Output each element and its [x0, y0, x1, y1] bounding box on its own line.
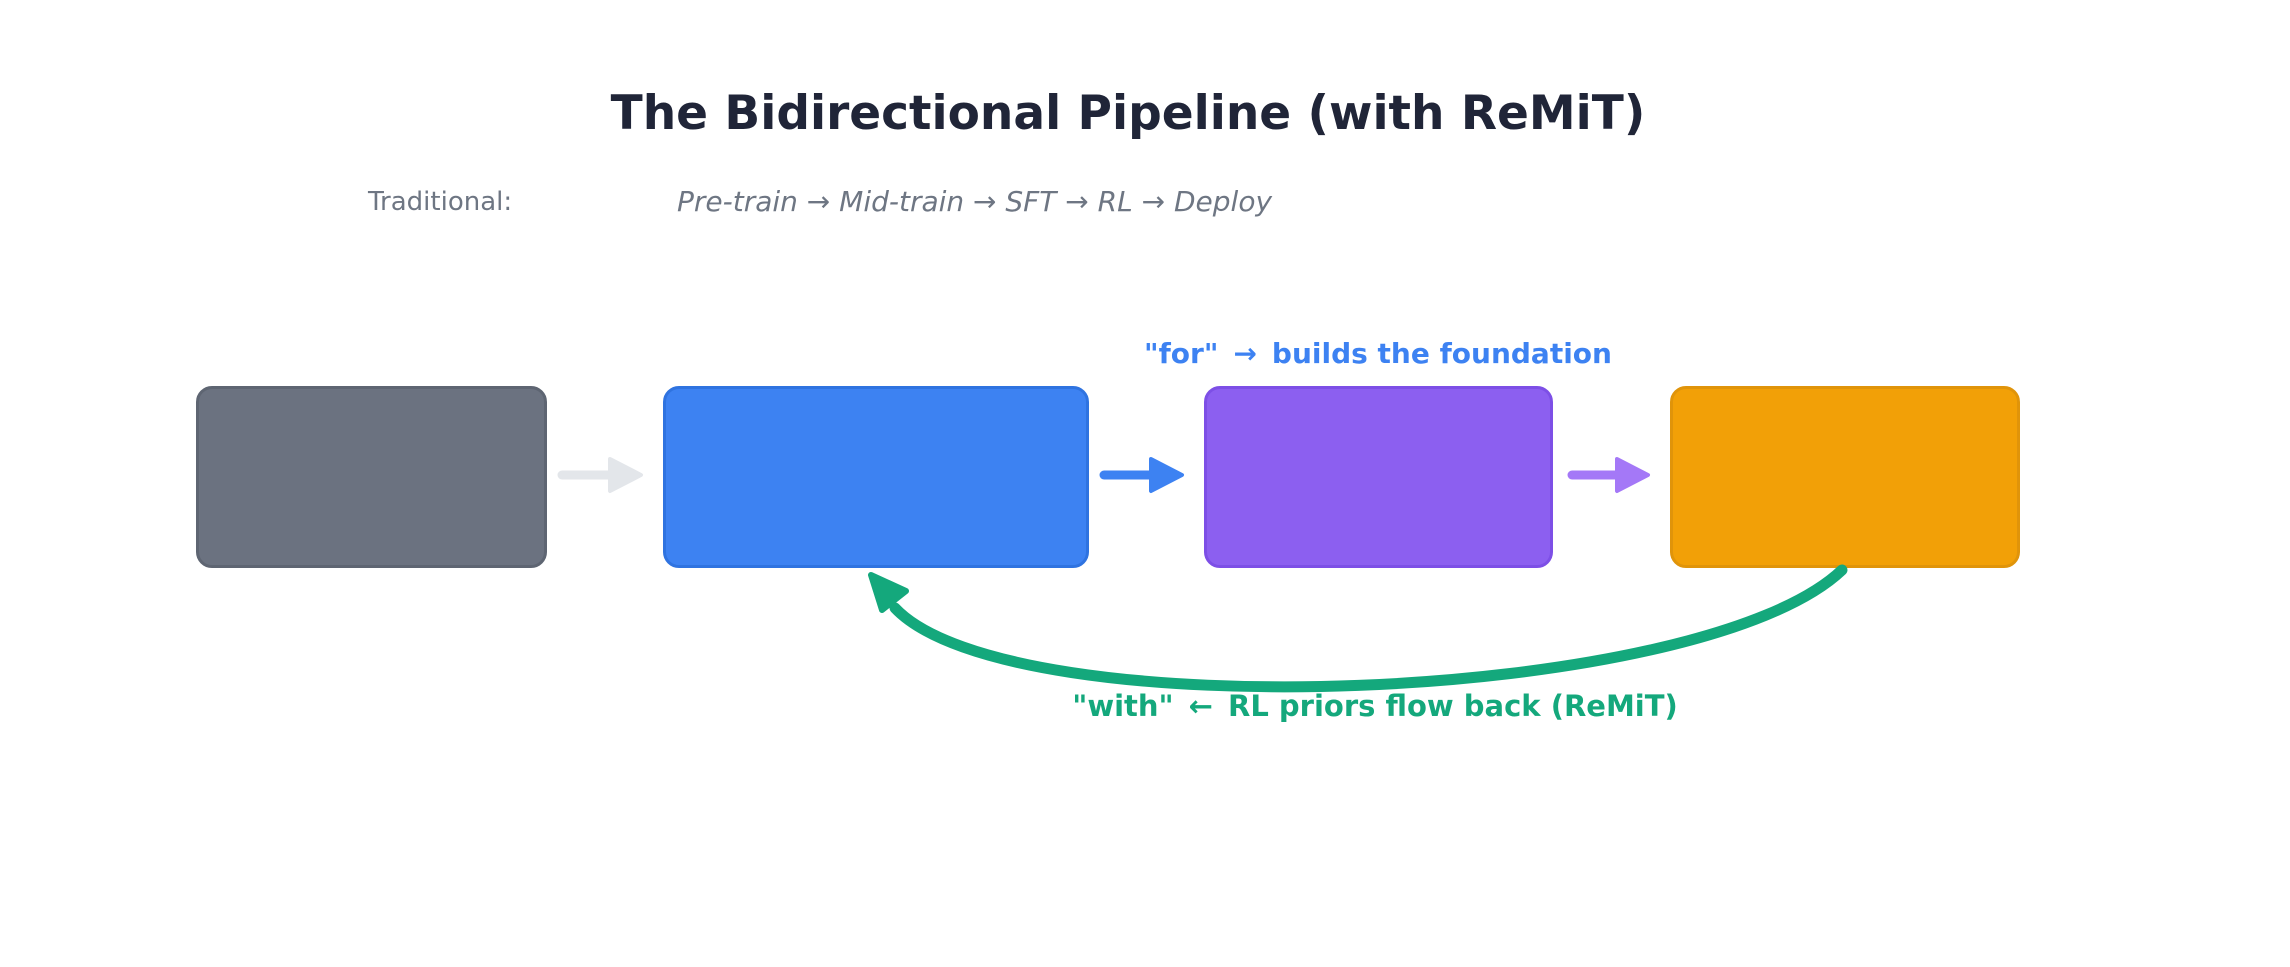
forward-arrow-3	[1567, 457, 1650, 493]
feedback-annotation-quote: "with"	[1072, 689, 1174, 723]
stage-box-2	[663, 386, 1089, 568]
left-arrow-glyph: ←	[1188, 689, 1213, 723]
forward-annotation-text: builds the foundation	[1271, 337, 1612, 370]
traditional-pipeline-text: Pre-train → Mid-train → SFT → RL → Deplo…	[677, 185, 1273, 218]
forward-arrow-2	[1099, 457, 1184, 493]
stage-box-1	[196, 386, 547, 568]
feedback-annotation-text: RL priors flow back (ReMiT)	[1227, 689, 1678, 723]
stage-box-3	[1204, 386, 1553, 568]
forward-arrow-1	[557, 457, 643, 493]
feedback-annotation: "with" ← RL priors flow back (ReMiT)	[1072, 689, 1678, 723]
stage-box-4	[1670, 386, 2020, 568]
traditional-label: Traditional:	[368, 187, 513, 217]
page-title: The Bidirectional Pipeline (with ReMiT)	[610, 86, 1646, 141]
right-arrow-glyph: →	[1233, 337, 1257, 370]
forward-annotation-quote: "for"	[1144, 337, 1219, 370]
forward-annotation: "for" → builds the foundation	[1144, 337, 1612, 370]
feedback-curve-arrow	[868, 564, 1848, 693]
